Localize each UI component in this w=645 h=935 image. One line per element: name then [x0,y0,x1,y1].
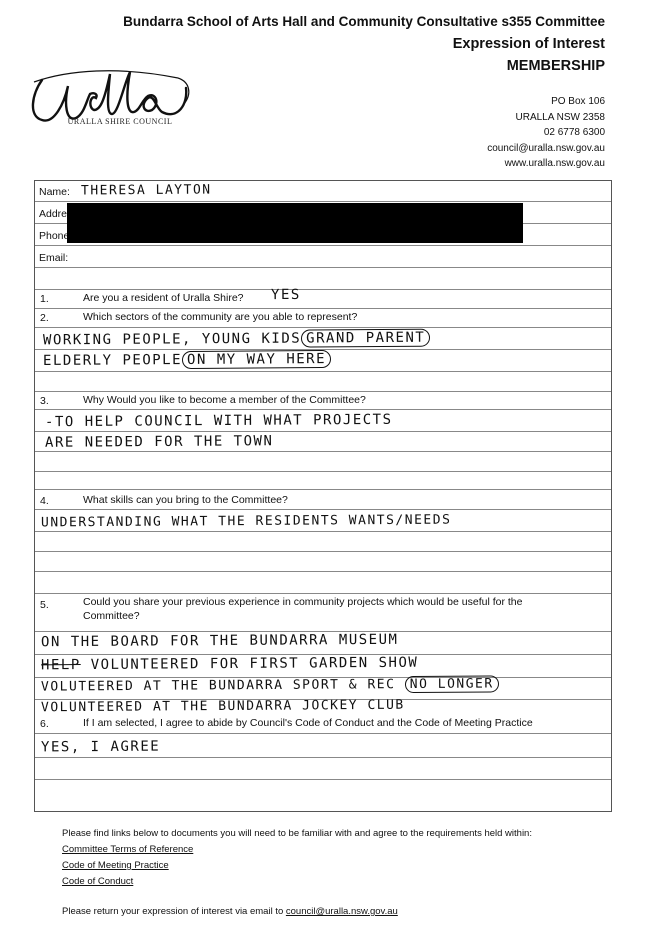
return-instructions: Please return your expression of interes… [62,906,284,917]
form-rule [35,409,611,410]
committee-title: Bundarra School of Arts Hall and Communi… [123,14,605,29]
q6-number: 6. [40,718,49,730]
q2-answer-circled: ON MY WAY HERE [181,349,332,370]
q1-number: 1. [40,293,49,305]
form-rule [35,391,611,392]
form-rule [35,451,611,452]
city: URALLA NSW 2358 [515,111,606,123]
address-label: Addre [39,208,68,220]
form-rule [35,733,611,734]
form-rule [35,531,611,532]
form-rule [35,571,611,572]
name-label: Name: [39,186,70,198]
q5-text-line2: Committee? [83,610,140,622]
phone-number: 02 6778 6300 [543,127,605,138]
membership-form: Name: THERESA LAYTON Addre Phone Email: … [34,180,612,812]
footer: Please find links below to documents you… [62,826,632,920]
q5-answer-line2: HELP VOLUNTEERED FOR FIRST GARDEN SHOW [41,655,418,674]
link-code-of-meeting-practice[interactable]: Code of Meeting Practice [62,860,169,871]
q1-answer: YES [270,286,301,304]
redaction-block [67,203,523,243]
return-email-link[interactable]: council@uralla.nsw.gov.au [285,906,398,917]
q2-number: 2. [40,312,49,324]
q5-answer-line3: VOLUTEERED AT THE BUNDARRA SPORT & REC N… [40,675,499,695]
q3-number: 3. [40,395,49,407]
q2-answer-circled: GRAND PARENT [301,328,431,348]
q5-answer-strikethrough: HELP [40,657,81,674]
uralla-script-logo [31,70,190,122]
q2-text: Which sectors of the community are you a… [83,311,358,323]
uralla-logo: URALLA SHIRE COUNCIL [28,64,198,134]
q5-text-line1: Could you share your previous experience… [83,596,523,608]
council-address: PO Box 106 URALLA NSW 2358 02 6778 6300 … [487,94,605,172]
q3-answer-line2: ARE NEEDED FOR THE TOWN [44,433,274,451]
council-email: council@uralla.nsw.gov.au [487,142,605,154]
link-code-of-conduct[interactable]: Code of Conduct [62,876,134,887]
q5-answer-part: VOLUNTEERED FOR FIRST GARDEN SHOW [90,654,419,673]
form-rule [35,593,611,594]
q4-text: What skills can you bring to the Committ… [83,494,288,506]
q5-answer-part: VOLUTEERED AT THE BUNDARRA SPORT & REC [40,677,396,695]
form-rule [35,654,611,655]
q5-answer-circled: NO LONGER [404,675,499,694]
form-title: Expression of Interest [452,36,605,52]
q5-answer-line4: VOLUNTEERED AT THE BUNDARRA JOCKEY CLUB [40,697,405,716]
q5-number: 5. [40,599,49,611]
q6-text: If I am selected, I agree to abide by Co… [83,717,533,729]
form-rule [35,349,611,350]
form-rule [35,699,611,700]
q4-answer: UNDERSTANDING WHAT THE RESIDENTS WANTS/N… [40,512,452,531]
form-rule [35,327,611,328]
form-rule [35,371,611,372]
form-rule [35,509,611,510]
form-rule [35,551,611,552]
form-rule [35,289,611,290]
form-rule [35,779,611,780]
q1-text: Are you a resident of Uralla Shire? [83,292,244,304]
po-box: PO Box 106 [551,96,605,107]
footer-intro: Please find links below to documents you… [62,828,532,839]
q2-answer-part: ELDERLY PEOPLE [42,352,183,370]
email-label: Email: [39,252,69,264]
q3-text: Why Would you like to become a member of… [83,394,366,406]
q3-answer-line1: -TO HELP COUNCIL WITH WHAT PROJECTS [44,411,393,431]
q4-number: 4. [40,495,49,507]
form-rule [35,677,611,678]
form-rule [35,631,611,632]
link-terms-of-reference[interactable]: Committee Terms of Reference [62,844,194,855]
form-rule [35,245,611,246]
q6-answer: YES, I AGREE [40,738,161,756]
form-rule [35,308,611,309]
form-rule [35,267,611,268]
q5-text: Could you share your previous experience… [83,595,522,623]
q5-answer-line1: ON THE BOARD FOR THE BUNDARRA MUSEUM [40,631,399,651]
form-rule [35,471,611,472]
q2-answer-part: WORKING PEOPLE, YOUNG KIDS [42,330,302,349]
logo-council-text: URALLA SHIRE COUNCIL [67,117,173,126]
form-subtitle: MEMBERSHIP [506,58,605,74]
form-rule [35,757,611,758]
name-value: THERESA LAYTON [80,182,212,199]
form-rule [35,431,611,432]
form-rule [35,489,611,490]
council-website: www.uralla.nsw.gov.au [504,158,605,169]
phone-label: Phone [39,230,70,242]
form-rule [35,201,611,202]
